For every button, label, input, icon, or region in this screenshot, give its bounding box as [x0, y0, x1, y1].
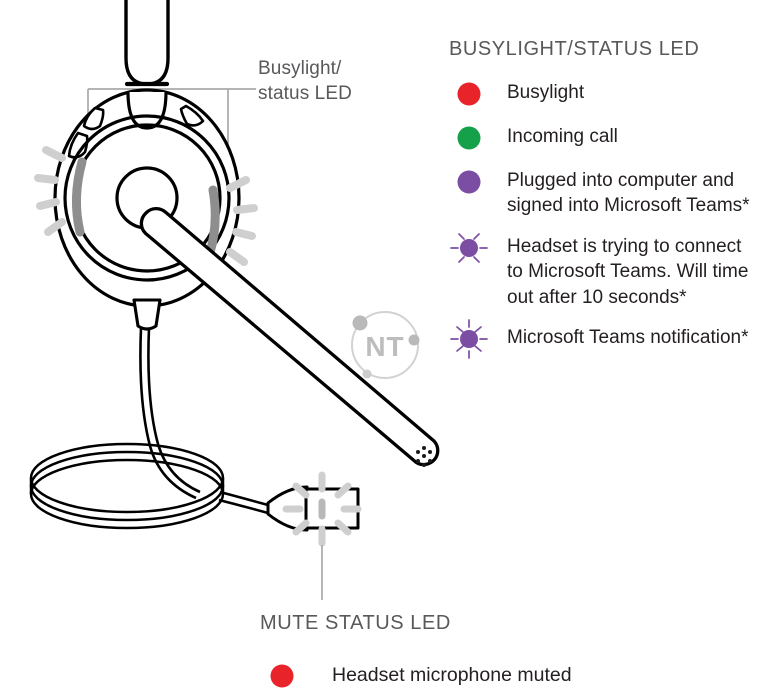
led-dot-red-solid-icon [449, 79, 507, 109]
headset-cable [139, 327, 201, 500]
mute-section-heading: MUTE STATUS LED [260, 612, 451, 634]
led-flash-left [34, 146, 66, 236]
legend-item-teams-notification: Microsoft Teams notification* [449, 319, 757, 360]
legend-label: Headset microphone muted [332, 664, 572, 686]
cable-strain-relief [132, 298, 162, 331]
boom-microphone-arm [139, 206, 440, 467]
led-flash-right [226, 176, 258, 266]
legend-item-microphone-muted: Headset microphone muted [260, 661, 757, 691]
busylight-section-heading: BUSYLIGHT/STATUS LED [449, 38, 700, 60]
watermark-nt-logo: NT [351, 311, 420, 379]
mute-legend-list: Headset microphone muted [260, 661, 757, 691]
legend-label: Busylight [507, 82, 585, 103]
headset-line-drawing: NT [29, 0, 440, 600]
led-dot-green-solid-icon [449, 123, 507, 153]
busylight-status-led-legend: BUSYLIGHT/STATUS LED Busylight Incoming … [449, 38, 757, 360]
legend-label: Microsoft Teams notification* [507, 327, 749, 349]
legend-item-incoming-call: Incoming call [449, 123, 757, 153]
legend-item-busylight: Busylight [449, 79, 757, 109]
led-dot-purple-flashing-icon [449, 233, 507, 263]
legend-item-plugged-in-signed-in: Plugged into computer and signed into Mi… [449, 167, 757, 219]
microphone-grille-icon [416, 446, 432, 467]
callout-line-2: status LED [258, 82, 352, 104]
led-dot-purple-solid-icon [449, 167, 507, 197]
legend-item-connecting-to-teams: Headset is trying to connect to Microsof… [449, 233, 757, 310]
legend-label: Headset is trying to connect to Microsof… [507, 235, 749, 308]
cable-coil [29, 442, 225, 530]
legend-label: Plugged into computer and signed into Mi… [507, 170, 750, 217]
mute-status-led-legend: MUTE STATUS LED Headset microphone muted [260, 612, 757, 691]
led-dot-red-solid-icon [260, 661, 332, 691]
headband-slider [124, 0, 170, 87]
headband-notch [126, 91, 168, 130]
callout-busylight-status-led: Busylight/ status LED [258, 57, 428, 106]
svg-text:NT: NT [365, 331, 404, 362]
callout-line-1: Busylight/ [258, 58, 342, 79]
led-strip-left [71, 157, 87, 237]
legend-label: Incoming call [507, 126, 618, 147]
earcup-rim-tabs [67, 104, 205, 159]
led-dot-purple-flashing-burst-icon [449, 319, 507, 360]
mute-led-flash [282, 471, 362, 547]
cable-to-usb [218, 490, 269, 515]
busylight-legend-list: Busylight Incoming call Plugged into com… [449, 79, 757, 360]
headset-illustration: NT [29, 0, 440, 600]
